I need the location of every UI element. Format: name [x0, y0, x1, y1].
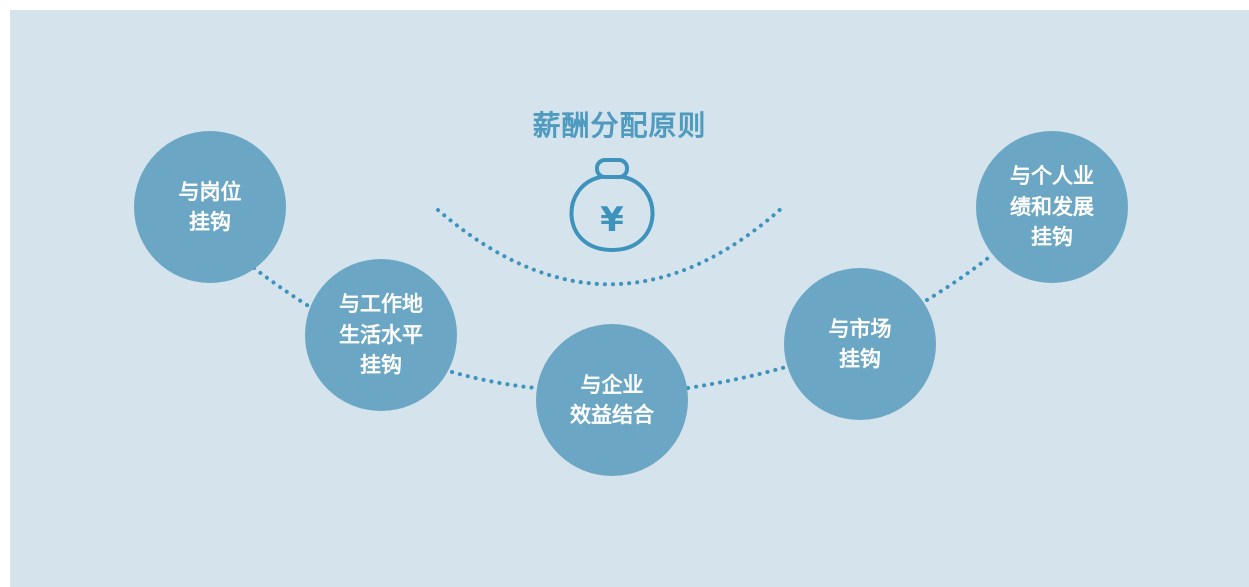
circle-enterprise-benefit-label: 与企业 效益结合: [570, 372, 654, 427]
circle-position-label: 与岗位 挂钩: [178, 179, 242, 234]
diagram-panel: [10, 10, 1249, 587]
circle-personal-performance-label: 与个人业 绩和发展 挂钩: [1010, 164, 1094, 250]
circle-living-standard: 与工作地 生活水平 挂钩: [305, 259, 457, 411]
circle-enterprise-benefit: 与企业 效益结合: [536, 324, 688, 476]
connector-enterprise-market: [686, 365, 788, 390]
circle-personal-performance: 与个人业 绩和发展 挂钩: [976, 131, 1128, 283]
circle-market: 与市场 挂钩: [784, 268, 936, 420]
svg-text:¥: ¥: [600, 200, 624, 240]
diagram-title: 薪酬分配原则: [532, 109, 707, 142]
connector-market-personal: [925, 253, 994, 302]
money-bag-yen-icon: ¥: [569, 158, 655, 253]
circle-living-standard-label: 与工作地 生活水平 挂钩: [339, 292, 423, 378]
circle-market-label: 与市场 挂钩: [828, 316, 892, 371]
upper-dotted-arc: [436, 205, 785, 287]
connector-position-living: [252, 266, 312, 309]
circle-position: 与岗位 挂钩: [134, 131, 286, 283]
connector-living-enterprise: [450, 370, 538, 390]
